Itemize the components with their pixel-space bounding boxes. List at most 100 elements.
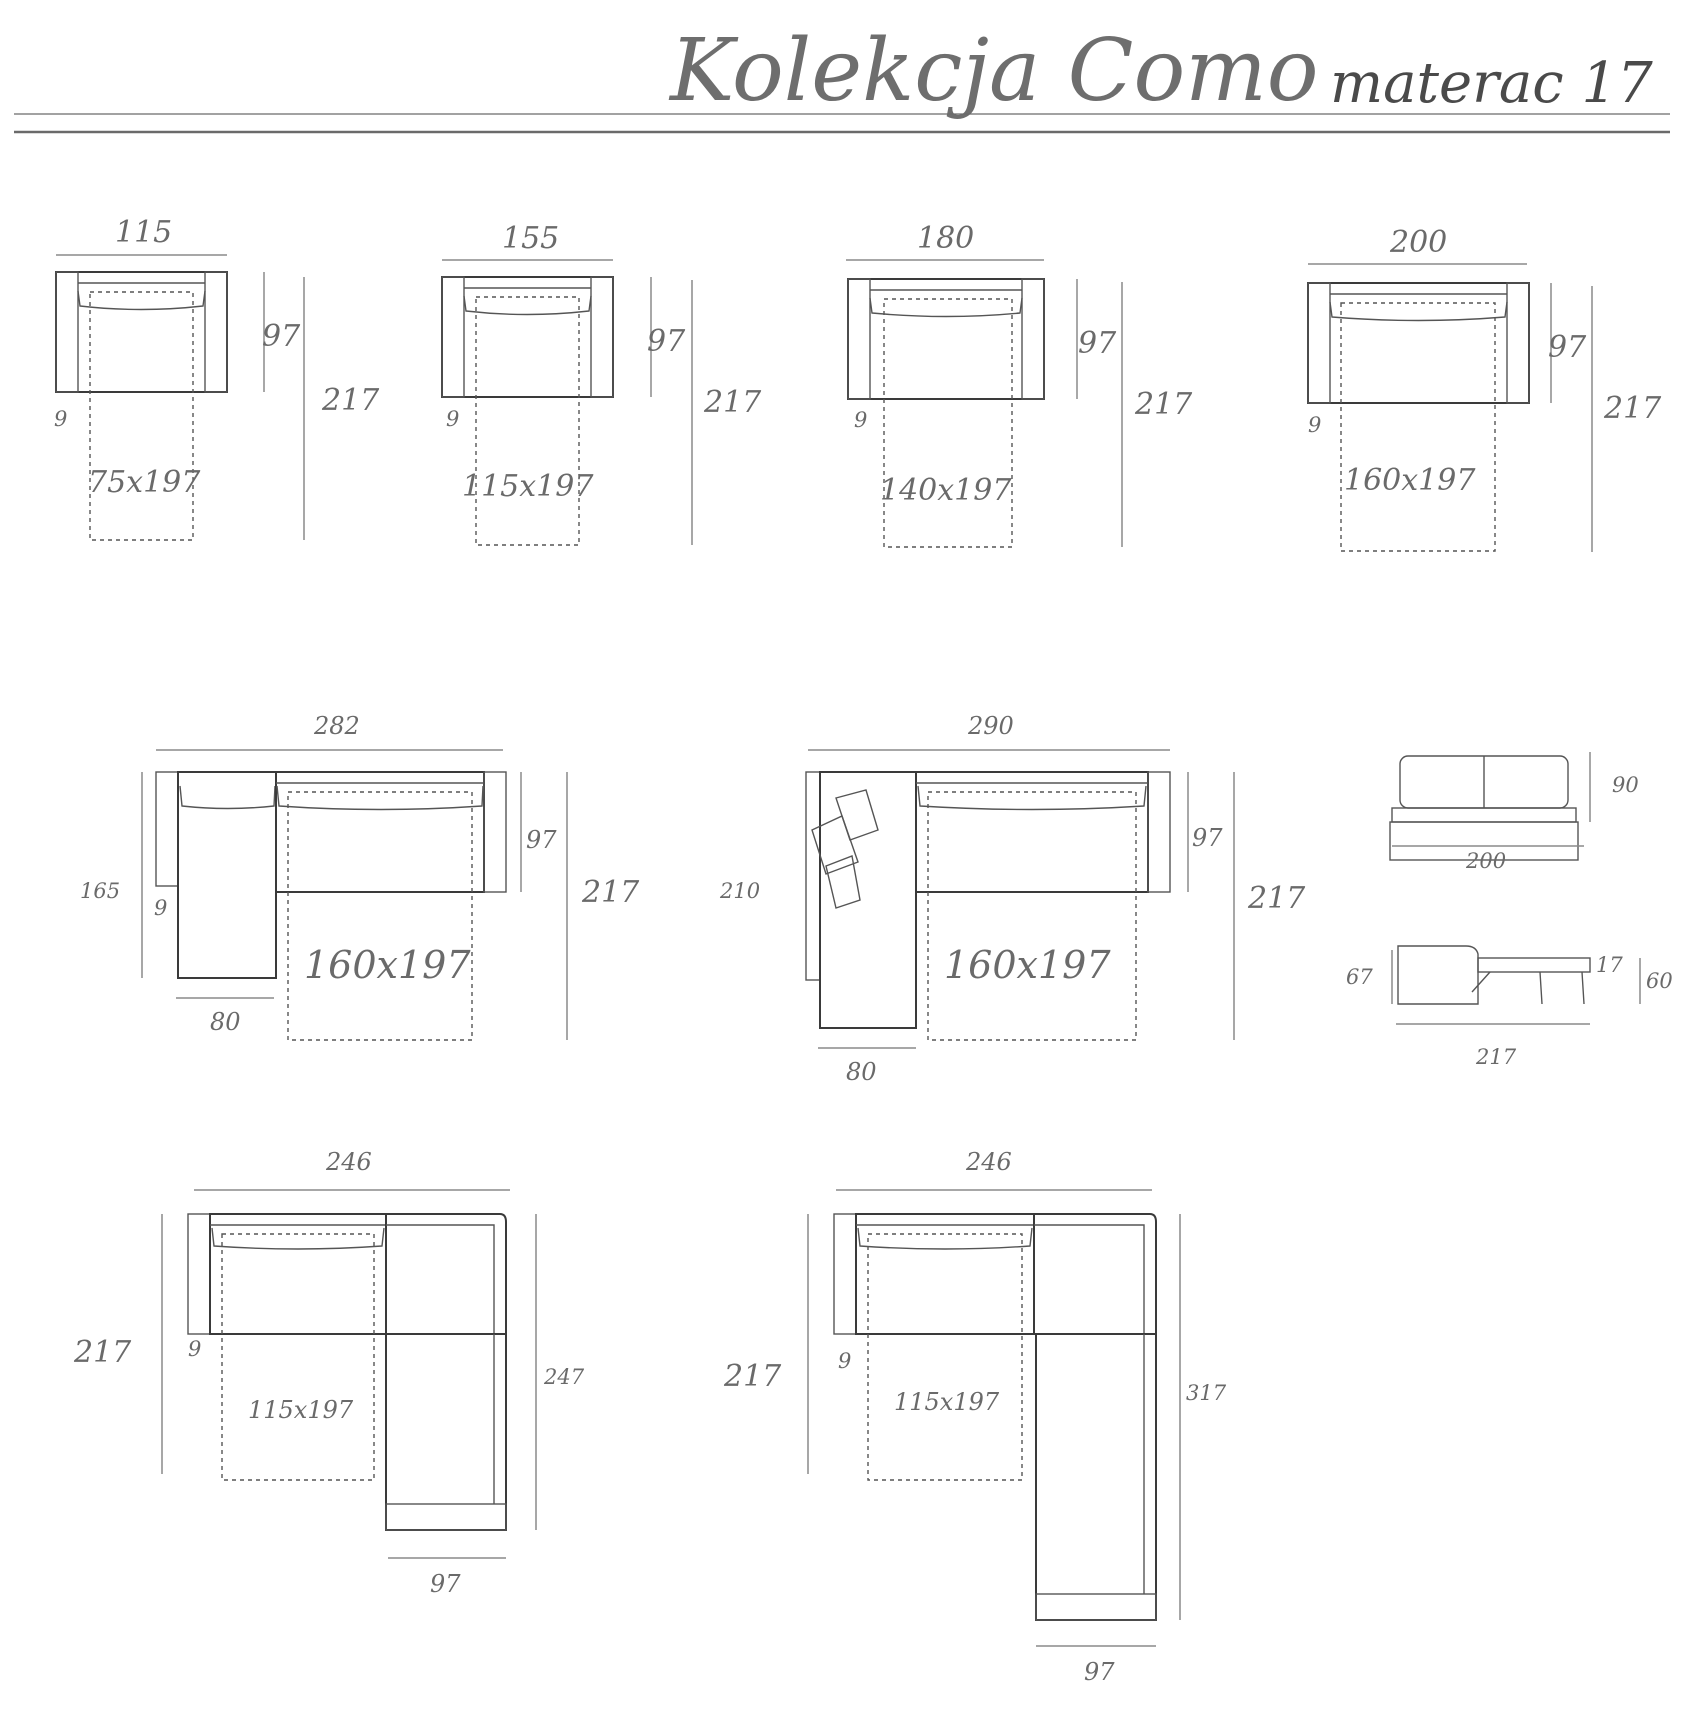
open-mattress	[1477, 957, 1591, 973]
pillows	[811, 789, 879, 909]
arm-label: 9	[188, 1337, 201, 1361]
mattress-outline	[883, 298, 1013, 548]
sofa-outline	[441, 276, 614, 398]
mattress-label: 160x197	[1344, 463, 1476, 498]
front-leg	[1539, 971, 1543, 1005]
sofa-outline	[275, 771, 485, 893]
mechanism-arm	[1471, 971, 1491, 993]
cushion	[1329, 301, 1508, 322]
chaise-depth-label: 165	[80, 879, 120, 903]
right-arm	[204, 271, 228, 393]
front-skirt	[1389, 821, 1579, 861]
chaise-width-label: 80	[846, 1058, 877, 1086]
sofa-outline	[915, 771, 1149, 893]
page-subtitle: materac 17	[1330, 51, 1653, 116]
depth-label: 97	[526, 826, 557, 854]
right-arm	[1506, 282, 1530, 404]
sofa-outline	[209, 1213, 387, 1335]
cushion	[77, 290, 206, 311]
corner-sofa-247: 246 217 9 115x197 247 97	[73, 1148, 585, 1598]
right-arm	[1147, 771, 1171, 893]
width-label: 246	[325, 1148, 372, 1176]
depth-label: 97	[1078, 326, 1117, 361]
sofa-115: 115 97 217 9 75x197	[54, 215, 380, 541]
arm-label: 9	[854, 408, 867, 432]
mattress-label: 160x197	[304, 943, 471, 987]
open-length-label: 217	[723, 1359, 782, 1394]
corner-back-line	[1034, 1224, 1145, 1334]
depth-label: 97	[647, 324, 686, 359]
mattress-outline	[475, 296, 580, 546]
mattress-label: 160x197	[944, 943, 1111, 987]
chaise-sofa-282: 282 165 9 80 97 217 160x197	[80, 712, 640, 1041]
arm-label: 9	[838, 1349, 851, 1373]
mattress-outline	[927, 791, 1137, 1041]
left-arm	[155, 771, 179, 887]
chaise-outline	[177, 771, 277, 979]
height-label: 60	[1646, 969, 1673, 993]
sofa-180: 180 97 217 9 140x197	[846, 221, 1193, 548]
corner-outline	[385, 1213, 507, 1335]
sofa-outline	[847, 278, 1045, 400]
side-length-label: 317	[1186, 1381, 1227, 1405]
left-arm	[805, 771, 821, 981]
width-label: 180	[917, 221, 974, 256]
seat-cushion	[276, 785, 484, 811]
mattress-label: 115x197	[462, 469, 594, 504]
mattress-thickness-label: 17	[1596, 953, 1623, 977]
side-width-label: 97	[430, 1570, 461, 1598]
left-arm	[441, 276, 465, 398]
right-arm	[1021, 278, 1045, 400]
mattress-label: 115x197	[248, 1396, 354, 1424]
left-arm	[187, 1213, 211, 1335]
side-width-label: 97	[1084, 1658, 1115, 1686]
depth-label: 97	[1548, 330, 1587, 365]
mattress-outline	[1340, 302, 1496, 552]
open-length-label: 217	[1134, 387, 1193, 422]
open-length-label: 217	[581, 875, 640, 910]
seat-cushion	[917, 785, 1147, 811]
width-label: 282	[313, 712, 360, 740]
mattress-label: 75x197	[88, 465, 201, 500]
width-label: 200	[1389, 225, 1447, 260]
right-arm	[590, 276, 614, 398]
left-arm	[833, 1213, 857, 1335]
depth-label: 97	[1192, 824, 1223, 852]
side-module-arm	[1035, 1593, 1157, 1621]
seat-cushion	[857, 1227, 1033, 1250]
width-label: 246	[965, 1148, 1012, 1176]
arm-label: 9	[1308, 413, 1321, 437]
open-length-label: 217	[1603, 391, 1662, 426]
mattress-outline	[867, 1233, 1023, 1481]
pillow	[811, 815, 859, 875]
pillow	[825, 855, 861, 909]
header: Kolekcja Como materac 17	[14, 21, 1670, 134]
side-body	[1397, 945, 1479, 1005]
open-length-label: 217	[73, 1335, 132, 1370]
front-seat	[1391, 807, 1577, 823]
mattress-label: 140x197	[880, 473, 1012, 508]
pillow	[835, 789, 879, 841]
front-view: 90 200	[1389, 752, 1639, 873]
sofa-200: 200 97 217 9 160x197	[1307, 225, 1662, 552]
cushion	[463, 295, 592, 316]
arm-label: 9	[154, 896, 167, 920]
length-label: 217	[1475, 1045, 1517, 1069]
side-length-label: 247	[543, 1365, 585, 1389]
left-arm	[1307, 282, 1331, 404]
corner-outline	[1033, 1213, 1157, 1335]
sofa-155: 155 97 217 9 115x197	[441, 221, 762, 546]
chaise-depth-label: 210	[719, 879, 760, 903]
open-length-label: 217	[321, 383, 380, 418]
front-width-label: 200	[1465, 849, 1506, 873]
width-label: 115	[115, 215, 172, 250]
arm-label: 9	[54, 407, 67, 431]
chaise-cushion	[179, 785, 276, 810]
seat-height-label: 67	[1346, 965, 1373, 989]
left-arm	[55, 271, 79, 393]
chaise-outline	[819, 771, 917, 1029]
mattress-label: 115x197	[894, 1388, 1000, 1416]
sofa-outline	[855, 1213, 1035, 1335]
width-label: 155	[502, 221, 559, 256]
